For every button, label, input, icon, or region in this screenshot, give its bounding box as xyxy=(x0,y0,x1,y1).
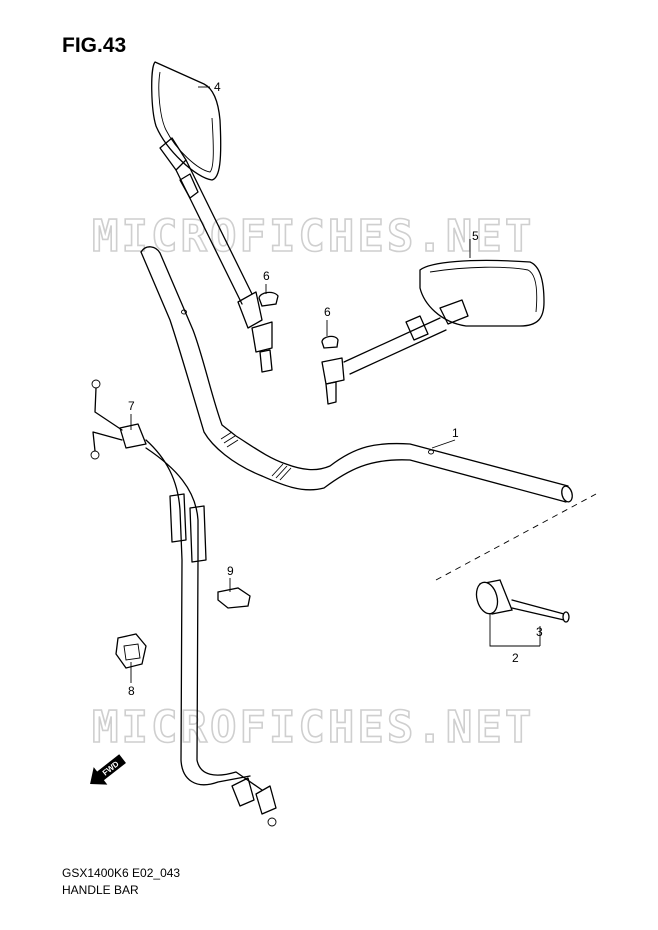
figure-name: HANDLE BAR xyxy=(62,883,139,897)
callout-9: 9 xyxy=(227,564,234,578)
figure-code: GSX1400K6 E02_043 xyxy=(62,866,181,880)
forward-arrow-icon: FWD xyxy=(90,754,126,785)
guide-line xyxy=(435,493,597,581)
callout-4: 4 xyxy=(214,80,221,94)
mirror-caps xyxy=(258,291,339,349)
callout-8: 8 xyxy=(128,684,135,698)
right-mirror xyxy=(321,259,545,405)
callout-7: 7 xyxy=(128,399,135,413)
cable-clamp-9 xyxy=(217,587,251,609)
cable-holder-8 xyxy=(115,633,147,669)
handlebar-balancer xyxy=(475,579,570,623)
figure-title: FIG.43 xyxy=(62,34,127,57)
callout-5: 5 xyxy=(472,229,479,243)
leader-lines xyxy=(130,86,541,683)
callout-3: 3 xyxy=(536,625,543,639)
throttle-cables xyxy=(90,379,277,827)
handlebar xyxy=(140,246,573,503)
callout-6-right: 6 xyxy=(324,305,331,319)
watermark-top: MICROFICHES.NET xyxy=(92,211,534,262)
callout-6-left: 6 xyxy=(263,269,270,283)
callout-1: 1 xyxy=(452,426,459,440)
watermark-bottom: MICROFICHES.NET xyxy=(92,702,534,753)
left-mirror xyxy=(151,61,273,373)
callout-2: 2 xyxy=(512,651,519,665)
